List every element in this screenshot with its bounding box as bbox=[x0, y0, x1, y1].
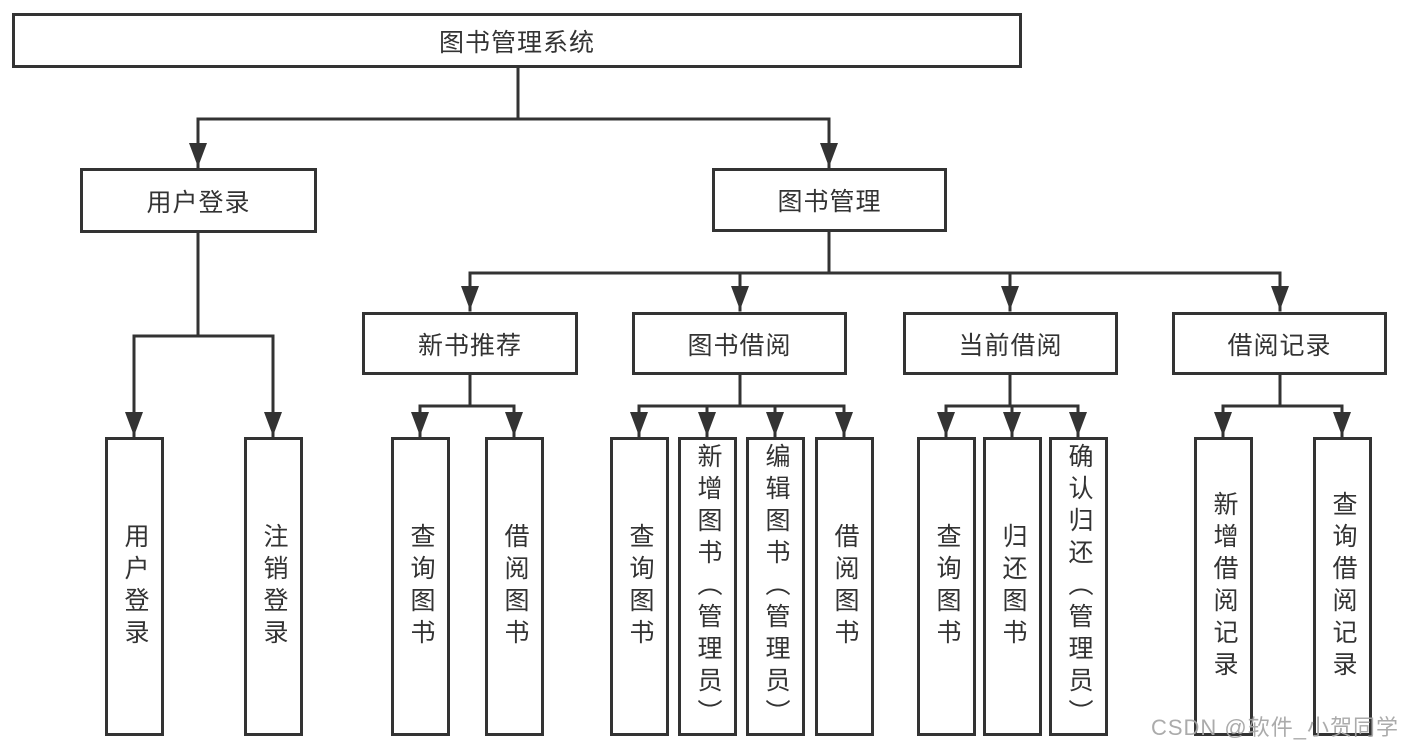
leaf-newbook-query-books-label: 查询图书 bbox=[407, 522, 435, 651]
leaf-borrow-edit-books-admin: 编辑图书（管理员） bbox=[746, 437, 805, 736]
node-book-management: 图书管理 bbox=[712, 168, 947, 232]
leaf-borrow-edit-books-admin-label: 编辑图书（管理员） bbox=[762, 442, 790, 731]
leaf-borrow-borrow-books-label: 借阅图书 bbox=[831, 522, 859, 651]
node-current-borrow: 当前借阅 bbox=[903, 312, 1118, 375]
node-new-book-recommend-label: 新书推荐 bbox=[417, 331, 522, 360]
node-borrow-records: 借阅记录 bbox=[1172, 312, 1387, 375]
leaf-borrow-query-books: 查询图书 bbox=[610, 437, 669, 736]
leaf-current-return-books: 归还图书 bbox=[983, 437, 1042, 736]
node-user-login-label: 用户登录 bbox=[146, 188, 251, 217]
node-new-book-recommend: 新书推荐 bbox=[362, 312, 578, 375]
csdn-watermark: CSDN @软件_小贺同学 bbox=[1150, 715, 1399, 740]
node-library-system-label: 图书管理系统 bbox=[438, 28, 595, 57]
node-book-borrow: 图书借阅 bbox=[632, 312, 847, 375]
leaf-logout: 注销登录 bbox=[244, 437, 303, 736]
leaf-borrow-query-books-label: 查询图书 bbox=[626, 522, 654, 651]
leaf-current-query-books-label: 查询图书 bbox=[933, 522, 961, 651]
leaf-borrow-borrow-books: 借阅图书 bbox=[815, 437, 874, 736]
leaf-user-login: 用户登录 bbox=[105, 437, 164, 736]
node-library-system: 图书管理系统 bbox=[12, 13, 1022, 68]
leaf-records-query-record: 查询借阅记录 bbox=[1313, 437, 1372, 736]
node-book-borrow-label: 图书借阅 bbox=[687, 331, 792, 360]
leaf-newbook-borrow-books-label: 借阅图书 bbox=[501, 522, 529, 651]
node-borrow-records-label: 借阅记录 bbox=[1227, 331, 1332, 360]
leaf-newbook-query-books: 查询图书 bbox=[391, 437, 450, 736]
node-user-login: 用户登录 bbox=[80, 168, 317, 233]
leaf-logout-label: 注销登录 bbox=[260, 522, 288, 651]
leaf-records-add-record: 新增借阅记录 bbox=[1194, 437, 1253, 736]
leaf-newbook-borrow-books: 借阅图书 bbox=[485, 437, 544, 736]
leaf-current-confirm-return-admin: 确认归还（管理员） bbox=[1049, 437, 1108, 736]
leaf-current-return-books-label: 归还图书 bbox=[999, 522, 1027, 651]
leaf-current-confirm-return-admin-label: 确认归还（管理员） bbox=[1065, 442, 1093, 731]
leaf-borrow-add-books-admin-label: 新增图书（管理员） bbox=[694, 442, 722, 731]
leaf-records-query-record-label: 查询借阅记录 bbox=[1329, 490, 1357, 683]
leaf-records-add-record-label: 新增借阅记录 bbox=[1210, 490, 1238, 683]
leaf-user-login-label: 用户登录 bbox=[121, 522, 149, 651]
node-current-borrow-label: 当前借阅 bbox=[958, 331, 1063, 360]
node-book-management-label: 图书管理 bbox=[777, 188, 882, 216]
leaf-borrow-add-books-admin: 新增图书（管理员） bbox=[678, 437, 737, 736]
leaf-current-query-books: 查询图书 bbox=[917, 437, 976, 736]
